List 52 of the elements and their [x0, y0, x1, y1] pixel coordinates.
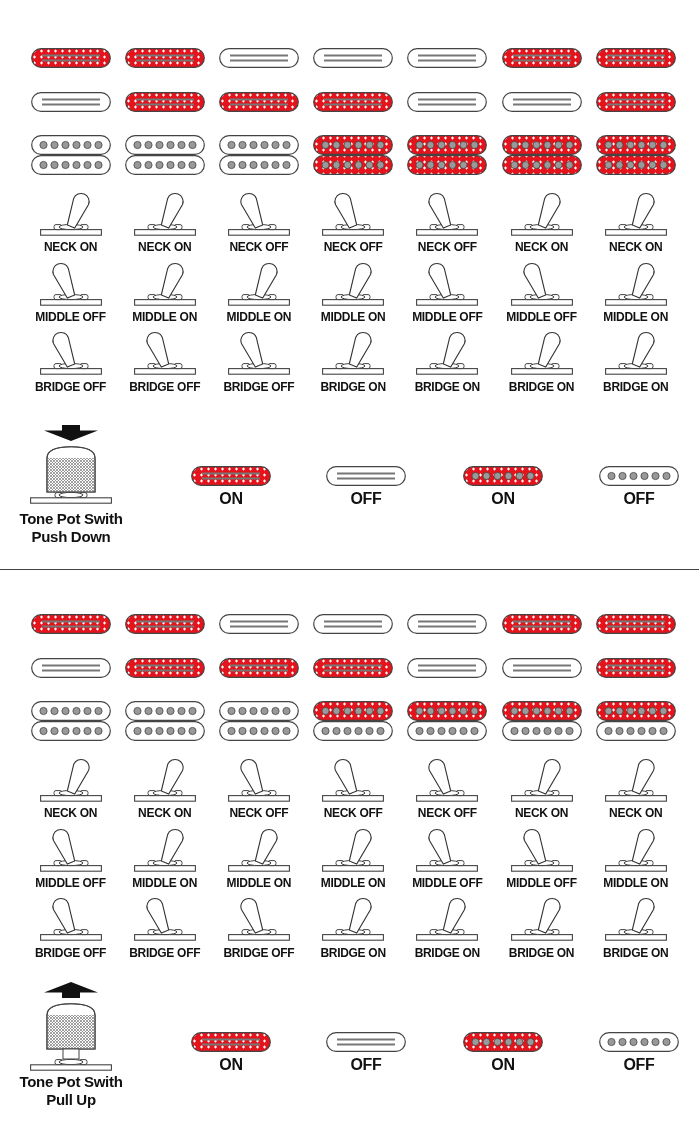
switch-state-label: BRIDGE OFF: [223, 946, 295, 960]
switch-state-label: MIDDLE OFF: [412, 876, 483, 890]
legend-label: OFF: [350, 1056, 382, 1074]
switch-state-label: NECK ON: [43, 806, 98, 820]
switch-state-label: NECK OFF: [417, 240, 477, 254]
switch-state-label: NECK ON: [609, 240, 663, 254]
switch-state-label: MIDDLE ON: [132, 876, 197, 890]
switch-state-label: MIDDLE OFF: [35, 876, 106, 890]
knob-caption: Tone Pot Swith Push Down: [18, 510, 124, 546]
switch-state-label: MIDDLE ON: [320, 310, 386, 324]
switch-state-label: NECK ON: [43, 240, 98, 254]
switch-state-label: MIDDLE ON: [603, 310, 668, 324]
switch-state-label: NECK ON: [514, 240, 569, 254]
switch-state-label: BRIDGE ON: [603, 380, 669, 394]
switch-state-label: MIDDLE ON: [226, 310, 292, 324]
switch-state-label: NECK OFF: [229, 240, 289, 254]
switch-state-label: NECK OFF: [323, 240, 383, 254]
switch-state-label: BRIDGE ON: [603, 946, 669, 960]
switch-state-label: NECK OFF: [323, 806, 383, 820]
switch-state-label: NECK ON: [138, 240, 192, 254]
switch-state-label: BRIDGE OFF: [223, 380, 295, 394]
switch-state-label: MIDDLE ON: [132, 310, 197, 324]
legend-label: OFF: [623, 490, 655, 508]
switch-state-label: BRIDGE ON: [414, 380, 480, 394]
legend-label: ON: [219, 490, 243, 508]
switch-state-label: NECK OFF: [229, 806, 289, 820]
switch-state-label: BRIDGE ON: [508, 380, 575, 394]
switch-state-label: BRIDGE ON: [508, 946, 575, 960]
switch-state-label: NECK OFF: [417, 806, 477, 820]
switch-state-label: BRIDGE OFF: [129, 380, 201, 394]
legend-label: OFF: [623, 1056, 655, 1074]
switch-state-label: MIDDLE OFF: [35, 310, 106, 324]
switch-state-label: MIDDLE ON: [226, 876, 292, 890]
switch-state-label: MIDDLE OFF: [506, 876, 577, 890]
switch-state-label: MIDDLE OFF: [506, 310, 577, 324]
legend-label: OFF: [350, 490, 382, 508]
switch-state-label: NECK ON: [138, 806, 192, 820]
switch-state-label: BRIDGE ON: [320, 380, 386, 394]
switch-state-label: NECK ON: [609, 806, 663, 820]
switch-state-label: BRIDGE OFF: [35, 380, 106, 394]
switch-state-label: MIDDLE ON: [603, 876, 668, 890]
switch-state-label: NECK ON: [514, 806, 569, 820]
legend-label: ON: [491, 490, 515, 508]
switch-state-label: BRIDGE ON: [414, 946, 480, 960]
switch-state-label: BRIDGE OFF: [129, 946, 201, 960]
legend-label: ON: [219, 1056, 243, 1074]
knob-caption: Tone Pot Swith Pull Up: [18, 1073, 124, 1109]
switch-state-label: BRIDGE OFF: [35, 946, 106, 960]
legend-label: ON: [491, 1056, 515, 1074]
switch-state-label: MIDDLE ON: [320, 876, 386, 890]
switch-state-label: BRIDGE ON: [320, 946, 386, 960]
switch-state-label: MIDDLE OFF: [412, 310, 483, 324]
